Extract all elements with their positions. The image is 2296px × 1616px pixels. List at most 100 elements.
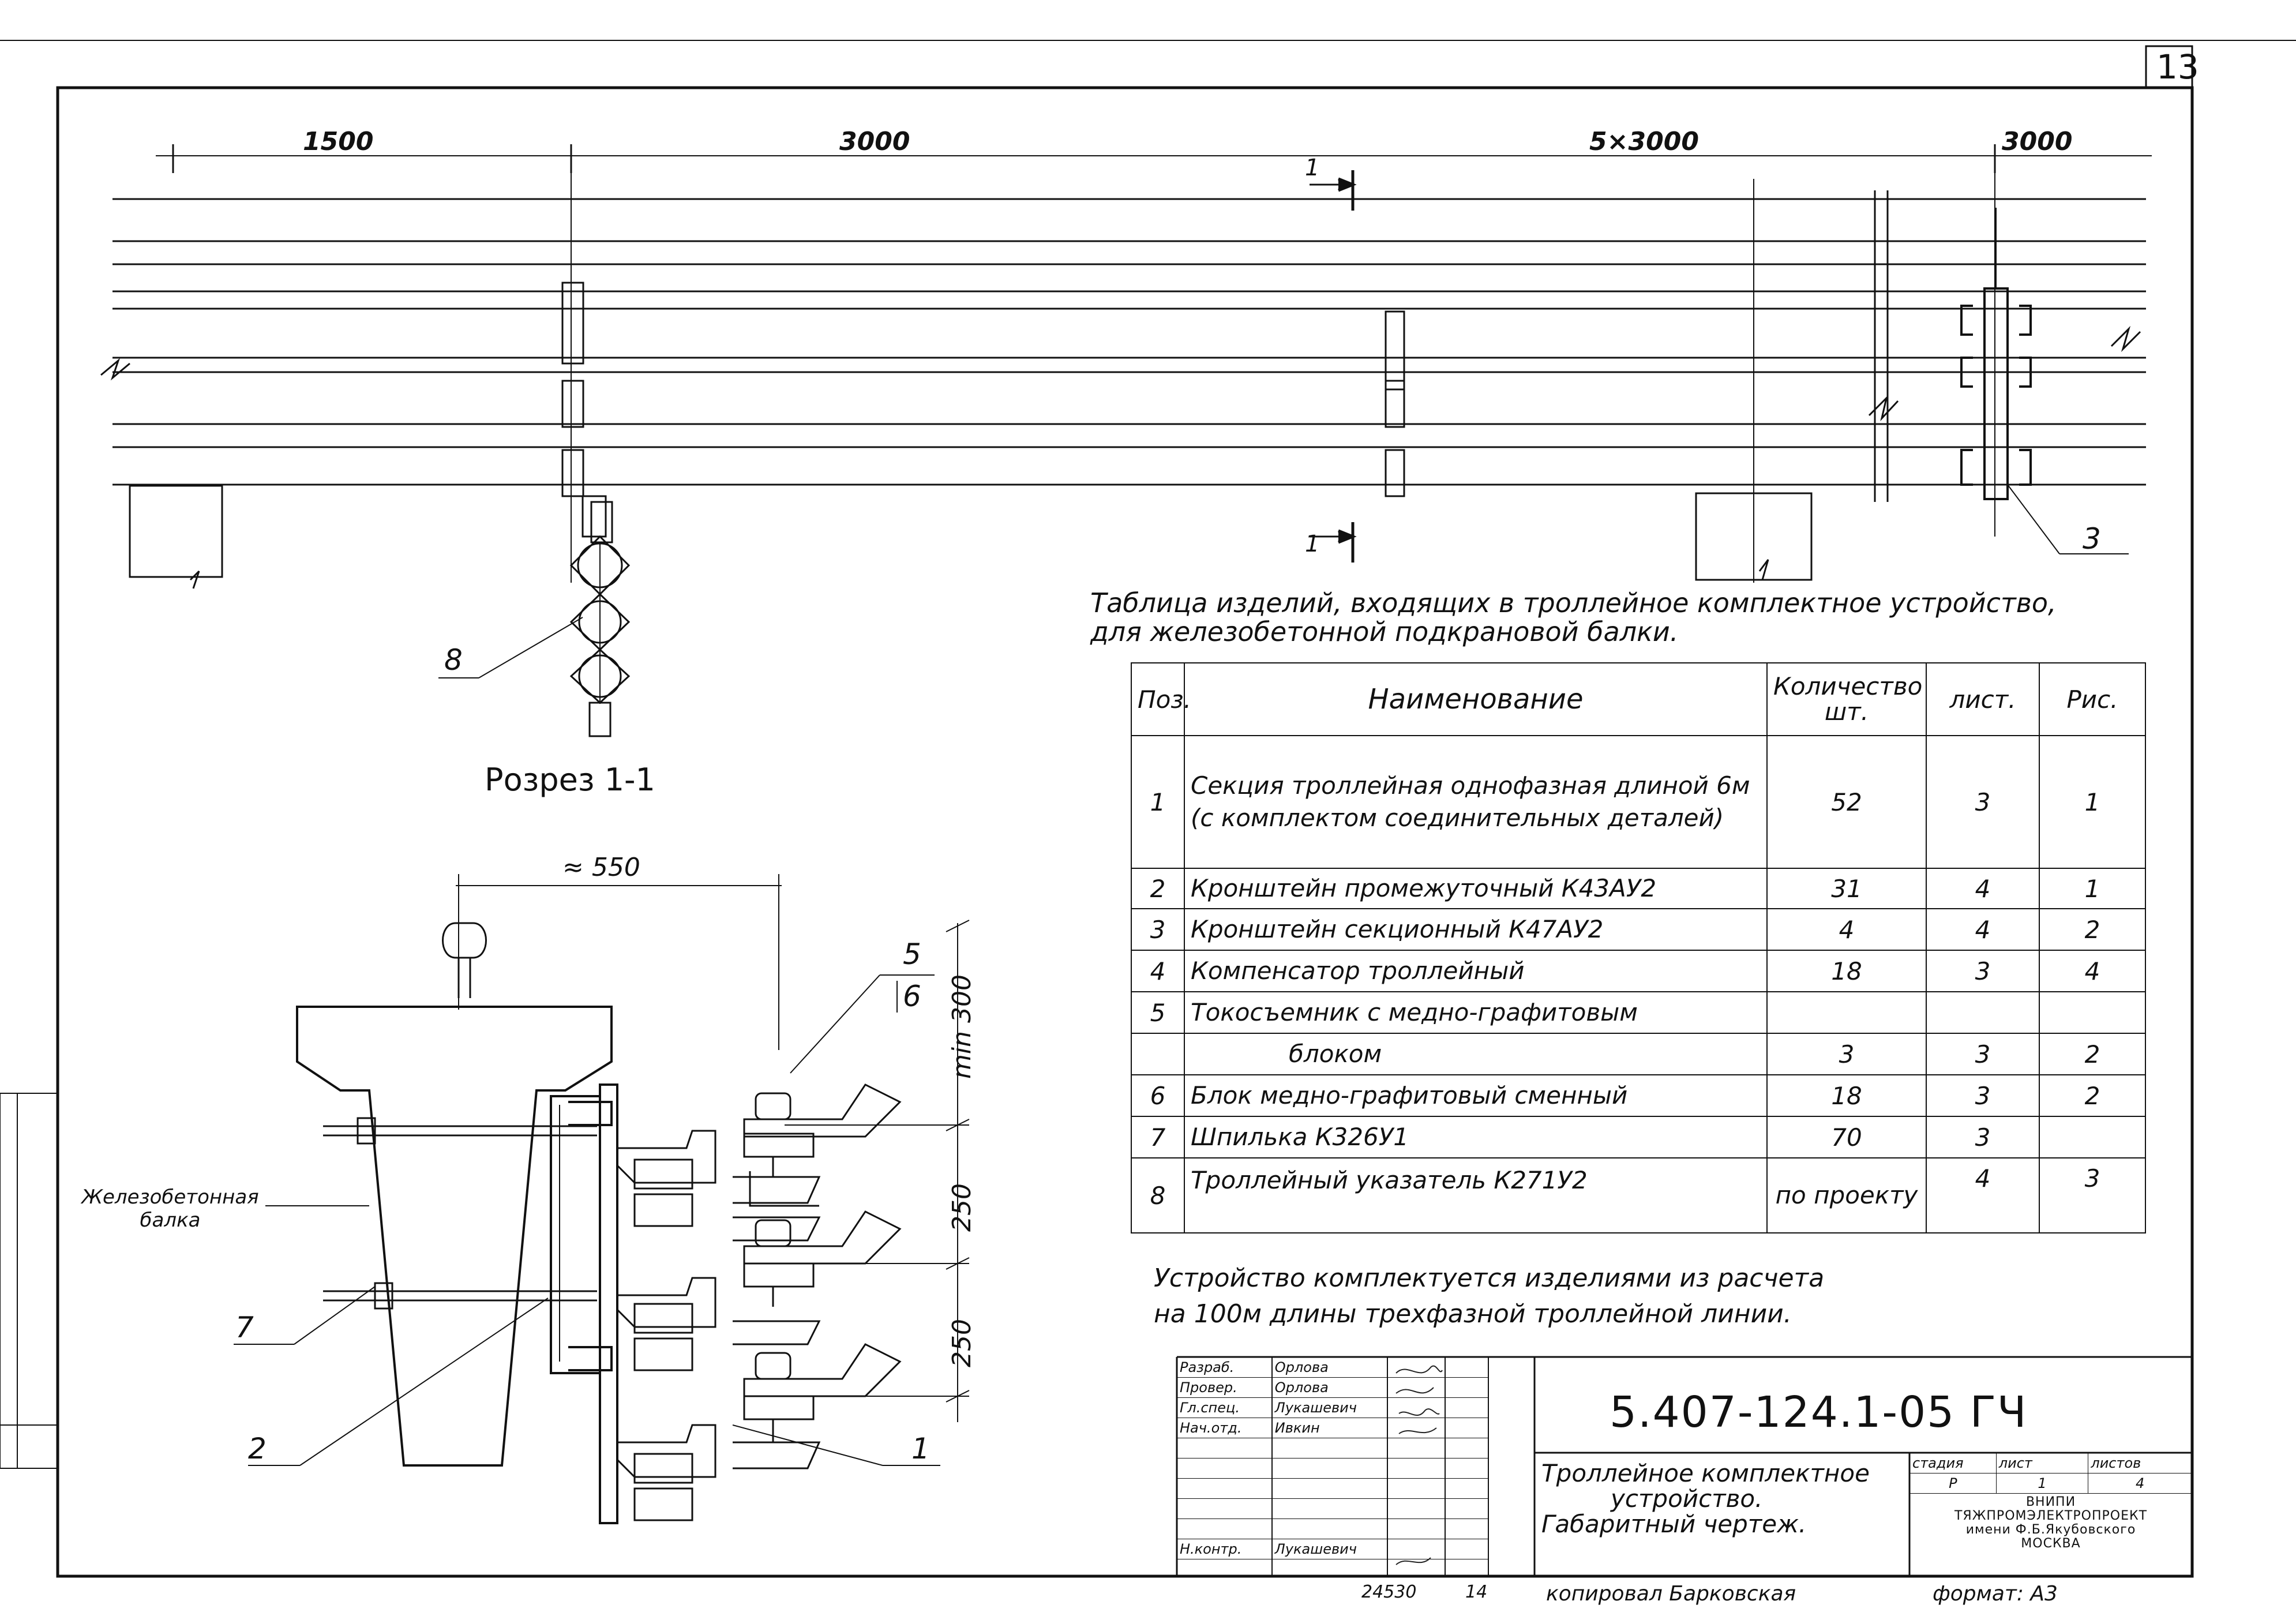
signature-row: Разраб. Орлова (1177, 1357, 1488, 1378)
sig-role: Провер. (1177, 1377, 1273, 1398)
row-name: Троллейный указатель К271У2 (1184, 1157, 1768, 1233)
dim-1500: 1500 (303, 127, 374, 156)
leader-1: 1 (911, 1432, 930, 1465)
row-fig: 2 (2039, 1033, 2146, 1075)
org-line3: имени Ф.Б.Якубовского (1965, 1523, 2136, 1537)
row-name: Компенсатор троллейный (1184, 950, 1768, 992)
leader-2: 2 (248, 1432, 267, 1465)
row-name: Шпилька К326У1 (1184, 1116, 1768, 1158)
sheet-value: 1 (1995, 1473, 2089, 1494)
table-row: блоком 3 3 2 (1131, 1033, 2146, 1075)
header-fig: Рис. (2039, 662, 2146, 736)
sectional-bracket (1960, 208, 2032, 500)
document-code: 5.407-124.1-05 ГЧ (1610, 1388, 2028, 1437)
copied-by: копировал Барковская (1546, 1582, 1796, 1606)
row-name: Токосъемник с медно-графитовым (1184, 991, 1768, 1034)
row-fig (2039, 991, 2146, 1034)
signature-1 (1395, 1365, 1443, 1374)
archive-number: 24530 (1361, 1582, 1417, 1602)
header-sheet: лист. (1926, 662, 2040, 736)
sig-signature (1387, 1357, 1446, 1378)
table-row: 2 Кронштейн промежуточный К43АУ2 31 4 1 (1131, 868, 2146, 909)
table-row: 6 Блок медно-графитовый сменный 18 3 2 (1131, 1074, 2146, 1117)
sig-name: Орлова (1271, 1377, 1388, 1398)
row-qty: 3 (1766, 1033, 1927, 1075)
document-title-line1: Троллейное комплектное (1541, 1459, 1870, 1487)
row-fig: 2 (2039, 1074, 2146, 1117)
sig-name: Лукашевич (1271, 1539, 1388, 1559)
row-fig (2039, 1116, 2146, 1158)
org-line1: ВНИПИ (2025, 1495, 2076, 1509)
table-heading-line1: Таблица изделий, входящих в троллейное к… (1090, 587, 2057, 618)
document-title-line3: Габаритный чертеж. (1541, 1510, 1807, 1538)
row-pos (1131, 1033, 1185, 1075)
row-name: Секция троллейная однофазная длиной 6м (… (1184, 735, 1768, 869)
table-heading: Таблица изделий, входящих в троллейное к… (1090, 588, 2057, 646)
row-sheet: 4 (1926, 1157, 2040, 1233)
row-name: Блок медно-графитовый сменный (1184, 1074, 1768, 1117)
bracket-left (561, 282, 607, 538)
section-marker-bottom (1310, 522, 1357, 563)
table-header-row: Поз. Наименование Количество шт. лист. Р… (1131, 662, 2146, 736)
sheet-format: формат: А3 (1933, 1582, 2058, 1606)
sig-role: Н.контр. (1177, 1539, 1273, 1559)
support-block-right (1695, 492, 1813, 581)
leader-7: 7 (235, 1311, 254, 1344)
dim-550: ≈ 550 (562, 853, 640, 882)
leader-8: 8 (444, 643, 463, 677)
trolley-lines (112, 198, 2146, 486)
sheet-frame (56, 86, 2194, 1578)
row-pos: 7 (1131, 1116, 1185, 1158)
row-qty: 4 (1766, 908, 1927, 951)
table-row: 3 Кронштейн секционный К47АУ2 4 4 2 (1131, 908, 2146, 951)
section-title: Розрез 1-1 (485, 762, 655, 798)
section-marker-label-top: 1 (1305, 155, 1320, 181)
note-line1: Устройство комплектуется изделиями из ра… (1154, 1263, 1825, 1293)
header-name: Наименование (1184, 662, 1768, 736)
row-name: Кронштейн промежуточный К43АУ2 (1184, 868, 1768, 909)
trolley-sections (616, 1083, 902, 1521)
row-qty: 70 (1766, 1116, 1927, 1158)
row-qty: 18 (1766, 950, 1927, 992)
dim-5x3000: 5×3000 (1589, 127, 1699, 156)
leader-5: 5 (903, 938, 921, 971)
sheets-label: листов (2088, 1453, 2192, 1473)
row-pos: 3 (1131, 908, 1185, 951)
signature-4 (1398, 1427, 1437, 1434)
sig-signature (1387, 1539, 1446, 1559)
row-name: Кронштейн секционный К47АУ2 (1184, 908, 1768, 951)
signature-row: Провер. Орлова (1177, 1377, 1488, 1398)
stage-value: Р (1909, 1473, 1997, 1494)
sheet-number: 14 (1465, 1582, 1488, 1602)
document-title: Троллейное комплектное устройство. Габар… (1541, 1461, 1870, 1537)
row-qty: по проекту (1766, 1157, 1927, 1233)
row-pos: 5 (1131, 991, 1185, 1034)
bracket-middle (1385, 310, 1405, 497)
header-qty: Количество шт. (1766, 662, 1927, 736)
signature-3 (1398, 1408, 1440, 1416)
note-line2: на 100м длины трехфазной троллейной лини… (1154, 1299, 1792, 1329)
row-fig: 3 (2039, 1157, 2146, 1233)
row-sheet: 4 (1926, 908, 2040, 951)
row-sheet: 3 (1926, 1074, 2040, 1117)
row-pos: 4 (1131, 950, 1185, 992)
row-qty: 31 (1766, 868, 1927, 909)
row-fig: 4 (2039, 950, 2146, 992)
row-sheet (1926, 991, 2040, 1034)
section-leaders (234, 974, 940, 1466)
sheets-value: 4 (2088, 1473, 2192, 1494)
org-line2: ТЯЖПРОМЭЛЕКТРОПРОЕКТ (1954, 1509, 2148, 1523)
row-sheet: 3 (1926, 735, 2040, 869)
section-marker-label-bottom: 1 (1305, 531, 1320, 557)
page-number-box (2145, 45, 2193, 89)
signature-5 (1395, 1557, 1431, 1565)
row-name: блоком (1184, 1033, 1768, 1075)
row-sheet: 3 (1926, 1116, 2040, 1158)
document-title-line2: устройство. (1611, 1484, 1763, 1513)
row-sheet: 3 (1926, 950, 2040, 992)
org-line4: МОСКВА (2021, 1536, 2081, 1551)
sig-role: Нач.отд. (1177, 1418, 1273, 1438)
beam-label-line2: балка (140, 1209, 201, 1232)
row-fig: 1 (2039, 735, 2146, 869)
row-pos: 8 (1131, 1157, 1185, 1233)
